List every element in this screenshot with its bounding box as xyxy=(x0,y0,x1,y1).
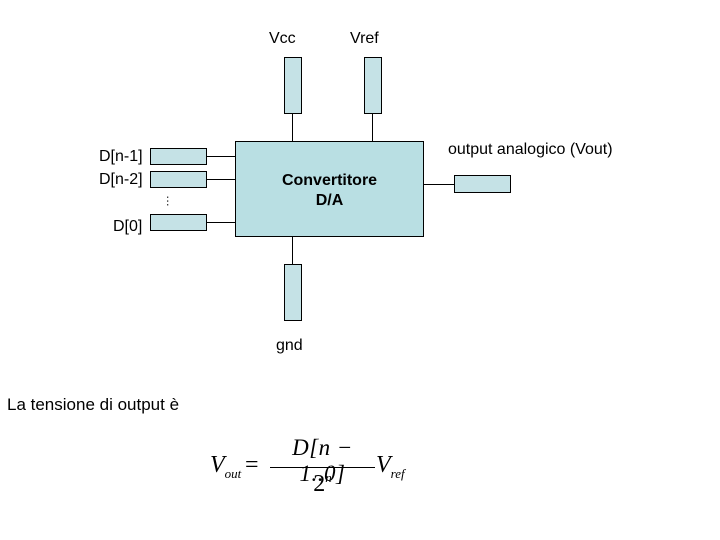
vref-lead xyxy=(372,114,373,141)
formula-denominator-base: 2 xyxy=(313,471,326,497)
input-lead-lsb xyxy=(207,222,235,223)
formula-rhs-var: V xyxy=(376,452,391,478)
gnd-lead xyxy=(292,237,293,264)
converter-block: Convertitore D/A xyxy=(235,141,424,237)
formula-rhs-sub: ref xyxy=(390,465,405,481)
output-pin xyxy=(454,175,511,193)
gnd-label: gnd xyxy=(276,337,303,354)
vcc-label: Vcc xyxy=(269,30,296,47)
input-lead-msb-1 xyxy=(207,179,235,180)
output-lead xyxy=(424,184,454,185)
input-pin-lsb xyxy=(150,214,207,231)
vcc-lead xyxy=(292,114,293,141)
output-label: output analogico (Vout) xyxy=(448,141,613,158)
formula-lhs-var: V xyxy=(210,452,225,478)
vref-label: Vref xyxy=(350,30,379,47)
input-pin-msb xyxy=(150,148,207,165)
input-label-lsb: D[0] xyxy=(113,218,143,235)
input-label-msb-1: D[n-2] xyxy=(99,171,143,188)
formula-caption: La tensione di output è xyxy=(7,395,180,414)
formula-equals: = xyxy=(245,452,259,478)
formula-fraction-bar xyxy=(270,467,375,468)
input-label-msb: D[n-1] xyxy=(99,148,143,165)
formula-rhs: Vref xyxy=(376,452,405,482)
formula-numerator: D[n − 1..0] xyxy=(292,435,353,486)
converter-title: Convertitore D/A xyxy=(281,172,378,209)
input-lead-msb xyxy=(207,156,235,157)
vref-pin xyxy=(364,57,382,114)
formula-lhs-sub: out xyxy=(224,465,242,481)
input-pin-msb-1 xyxy=(150,171,207,188)
formula-denominator-exp: n xyxy=(325,470,332,485)
vcc-pin xyxy=(284,57,302,114)
input-ellipsis: … xyxy=(164,195,178,207)
gnd-pin xyxy=(284,264,302,321)
formula-lhs: Vout xyxy=(210,452,241,482)
formula-denominator: 2n xyxy=(270,470,375,498)
